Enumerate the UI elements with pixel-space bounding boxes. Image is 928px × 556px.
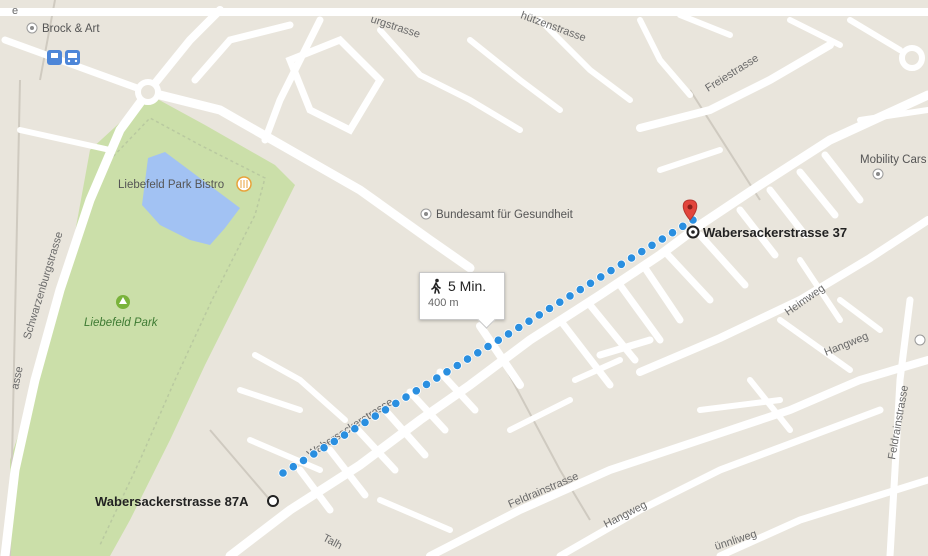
route-dot [524, 316, 534, 326]
poi-label-mobility: Mobility Cars [860, 154, 927, 166]
route-dot [309, 449, 319, 459]
poi-bundesamt[interactable]: Bundesamt für Gesundheit [420, 208, 574, 221]
route-dot [288, 462, 298, 472]
route-dot [596, 272, 606, 282]
route-dot [534, 310, 544, 320]
poi-brock-art[interactable]: Brock & Art [26, 22, 100, 35]
route-dot [329, 436, 339, 446]
poi-label-liebefeld-park: Liebefeld Park [84, 317, 159, 329]
poi-liebefeld-park[interactable]: Liebefeld Park [84, 295, 159, 329]
walking-person-icon [431, 278, 441, 294]
route-dot [637, 247, 647, 257]
route-dot [606, 265, 616, 276]
end-marker[interactable]: Wabersackerstrasse 37 [682, 199, 847, 240]
route-dot [514, 322, 524, 333]
route-dot [483, 341, 493, 352]
route-duration: 5 Min. [448, 278, 487, 294]
street-label-left-edge: asse [9, 365, 26, 390]
route-dot [391, 398, 401, 408]
route-dot [626, 253, 637, 263]
route-dot [360, 417, 370, 427]
route-dot [657, 234, 667, 244]
route-dot [667, 228, 678, 238]
route-dot [503, 329, 514, 339]
poi-label-park-bistro: Liebefeld Park Bistro [118, 179, 224, 191]
walking-route[interactable] [278, 215, 698, 478]
route-dot [411, 386, 421, 396]
poi-label-brock-art: Brock & Art [42, 23, 100, 35]
poi-mobility[interactable]: Mobility Cars [860, 154, 927, 180]
route-dot [339, 430, 350, 440]
route-dot [298, 455, 309, 465]
pond [142, 152, 240, 245]
park-path [99, 117, 266, 546]
route-dot [555, 297, 565, 307]
route-dot [421, 379, 432, 389]
route-dot [278, 468, 288, 478]
route-dot [616, 259, 626, 269]
route-distance: 400 m [428, 297, 459, 309]
route-dot [380, 405, 391, 415]
route-dot [647, 240, 657, 250]
road-network [0, 6, 928, 556]
start-circle-icon [267, 495, 279, 507]
route-dot [350, 424, 360, 434]
poi-dot-icon [914, 334, 926, 346]
map-pin-icon [682, 199, 698, 221]
route-dot [462, 354, 473, 364]
route-dot [452, 360, 462, 371]
route-dot [585, 278, 596, 288]
route-dot [319, 443, 329, 453]
route-dot [493, 335, 503, 345]
route-dot [370, 411, 380, 421]
start-address-label: Wabersackerstrasse 87A [95, 494, 249, 509]
poi-park-bistro[interactable]: Liebefeld Park Bistro [118, 176, 252, 192]
route-dot [544, 303, 555, 314]
route-dot [575, 284, 585, 295]
route-info-card[interactable]: 5 Min. 400 m [419, 272, 505, 320]
route-dot [678, 221, 688, 231]
route-dot [432, 373, 442, 383]
end-address-label: Wabersackerstrasse 37 [703, 225, 847, 240]
street-label-top-left: e [12, 5, 18, 17]
poi-label-bundesamt: Bundesamt für Gesundheit [436, 209, 574, 221]
route-dot [401, 392, 411, 402]
transit-icons[interactable] [47, 50, 80, 65]
route-dot [473, 348, 483, 358]
route-dot [442, 367, 452, 377]
start-marker[interactable]: Wabersackerstrasse 87A [95, 494, 279, 509]
route-dot [565, 291, 575, 301]
